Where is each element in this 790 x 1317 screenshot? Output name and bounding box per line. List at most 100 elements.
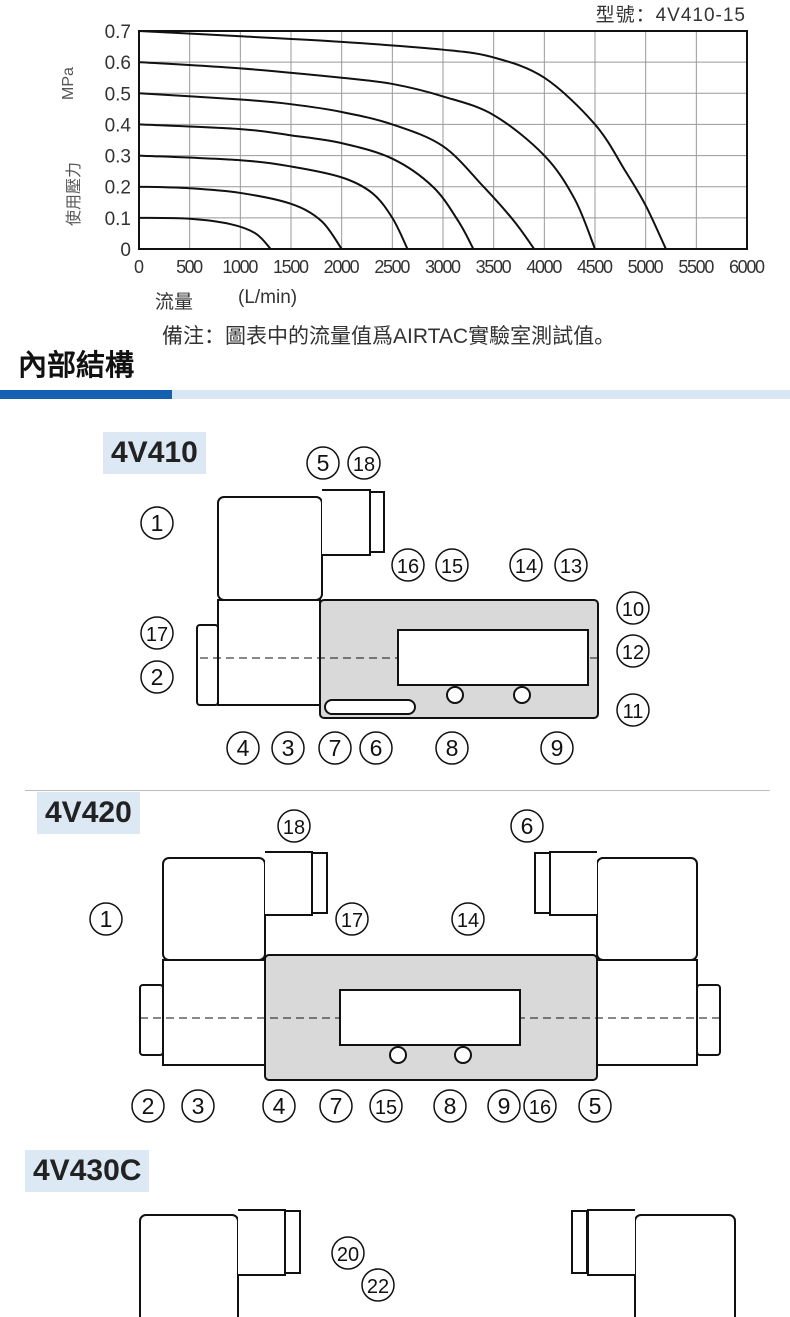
x-axis-label: 流量 xyxy=(155,292,194,313)
svg-text:8: 8 xyxy=(446,735,459,761)
callout-4: 4 xyxy=(226,731,260,765)
x-tick-label: 1500 xyxy=(273,257,309,277)
diagram-4v420 xyxy=(139,851,721,1081)
svg-text:3: 3 xyxy=(192,1093,205,1119)
svg-text:15: 15 xyxy=(441,556,463,578)
y-tick-label: 0.6 xyxy=(105,53,131,74)
series-line xyxy=(138,123,475,250)
divider xyxy=(25,790,770,791)
callout-4: 4 xyxy=(262,1089,296,1123)
callout-12: 12 xyxy=(616,634,650,668)
svg-text:18: 18 xyxy=(283,817,305,839)
callout-16: 16 xyxy=(391,548,425,582)
callout-2: 2 xyxy=(140,660,174,694)
callout-1: 1 xyxy=(89,902,123,936)
x-tick-label: 1000 xyxy=(222,257,258,277)
y-tick-label: 0 xyxy=(120,240,131,261)
svg-text:17: 17 xyxy=(341,910,363,932)
diagram-4v410 xyxy=(196,489,600,719)
callout-5: 5 xyxy=(306,446,340,480)
callout-8: 8 xyxy=(433,1089,467,1123)
svg-text:9: 9 xyxy=(551,735,564,761)
series-line xyxy=(138,30,667,250)
x-tick-label: 0 xyxy=(134,257,144,277)
x-tick-label: 500 xyxy=(176,257,203,277)
series-line xyxy=(138,154,409,250)
callout-17: 17 xyxy=(140,616,174,650)
callout-7: 7 xyxy=(318,731,352,765)
svg-text:14: 14 xyxy=(457,910,479,932)
x-tick-label: 2500 xyxy=(374,257,410,277)
callout-9: 9 xyxy=(487,1089,521,1123)
y-tick-label: 0.2 xyxy=(105,178,131,199)
model-tag-4v430c: 4V430C xyxy=(25,1150,150,1192)
svg-text:1: 1 xyxy=(151,510,164,536)
svg-text:18: 18 xyxy=(353,454,375,476)
callout-16: 16 xyxy=(523,1089,557,1123)
callout-10: 10 xyxy=(616,591,650,625)
svg-text:4: 4 xyxy=(273,1093,286,1119)
callout-7: 7 xyxy=(319,1089,353,1123)
callout-2: 2 xyxy=(131,1089,165,1123)
svg-text:2: 2 xyxy=(142,1093,155,1119)
callout-17: 17 xyxy=(335,902,369,936)
svg-text:7: 7 xyxy=(329,735,342,761)
callout-6: 6 xyxy=(359,731,393,765)
callout-22: 22 xyxy=(361,1268,395,1302)
svg-text:1: 1 xyxy=(100,906,113,932)
flow-chart: 0 500 1000 1500 2000 2500 3000 3500 4000 4500 5000… xyxy=(105,22,765,277)
callout-1: 1 xyxy=(140,506,174,540)
y-tick-label: 0.4 xyxy=(105,115,132,136)
y-tick-label: 0.7 xyxy=(105,22,131,43)
chart-note: 備注：圖表中的流量值爲AIRTAC實驗室測試值。 xyxy=(162,325,616,348)
callout-18: 18 xyxy=(347,446,381,480)
callout-5: 5 xyxy=(578,1089,612,1123)
section-title: 內部結構 xyxy=(18,350,135,382)
callout-14: 14 xyxy=(451,902,485,936)
callout-3: 3 xyxy=(271,731,305,765)
callout-3: 3 xyxy=(181,1089,215,1123)
y-tick-label: 0.5 xyxy=(105,84,131,105)
callout-14: 14 xyxy=(509,548,543,582)
svg-text:6: 6 xyxy=(521,813,534,839)
callout-20: 20 xyxy=(331,1236,365,1270)
svg-text:13: 13 xyxy=(560,556,582,578)
svg-text:14: 14 xyxy=(515,556,537,578)
section-bar-accent xyxy=(0,390,172,399)
callout-11: 11 xyxy=(616,693,650,727)
svg-text:22: 22 xyxy=(367,1276,389,1298)
series-line xyxy=(138,61,596,250)
svg-text:16: 16 xyxy=(529,1097,551,1119)
model-tag-4v410: 4V410 xyxy=(103,432,206,474)
y-tick-label: 0.1 xyxy=(105,209,131,230)
svg-text:6: 6 xyxy=(370,735,383,761)
svg-text:8: 8 xyxy=(444,1093,457,1119)
x-tick-label: 3500 xyxy=(476,257,512,277)
x-axis-unit: (L/min) xyxy=(238,287,298,308)
diagram-4v430c xyxy=(139,1209,736,1317)
svg-text:5: 5 xyxy=(589,1093,602,1119)
svg-text:15: 15 xyxy=(375,1097,397,1119)
callout-15: 15 xyxy=(369,1089,403,1123)
model-tag-4v420: 4V420 xyxy=(37,792,140,834)
model-label: 型號：4V410-15 xyxy=(595,5,746,26)
callout-6: 6 xyxy=(510,809,544,843)
x-tick-label: 5000 xyxy=(628,257,664,277)
x-tick-label: 4500 xyxy=(577,257,613,277)
x-tick-label: 4000 xyxy=(526,257,562,277)
series-line xyxy=(138,92,536,250)
svg-text:11: 11 xyxy=(623,701,644,723)
plot-frame xyxy=(138,30,748,250)
svg-text:9: 9 xyxy=(498,1093,511,1119)
callout-8: 8 xyxy=(435,731,469,765)
svg-text:4: 4 xyxy=(237,735,250,761)
x-tick-label: 2000 xyxy=(324,257,360,277)
y-tick-label: 0.3 xyxy=(105,147,131,168)
section-bar-light xyxy=(172,390,790,399)
x-tick-label: 3000 xyxy=(425,257,461,277)
svg-text:5: 5 xyxy=(317,450,330,476)
callout-9: 9 xyxy=(540,731,574,765)
svg-text:17: 17 xyxy=(146,624,168,646)
